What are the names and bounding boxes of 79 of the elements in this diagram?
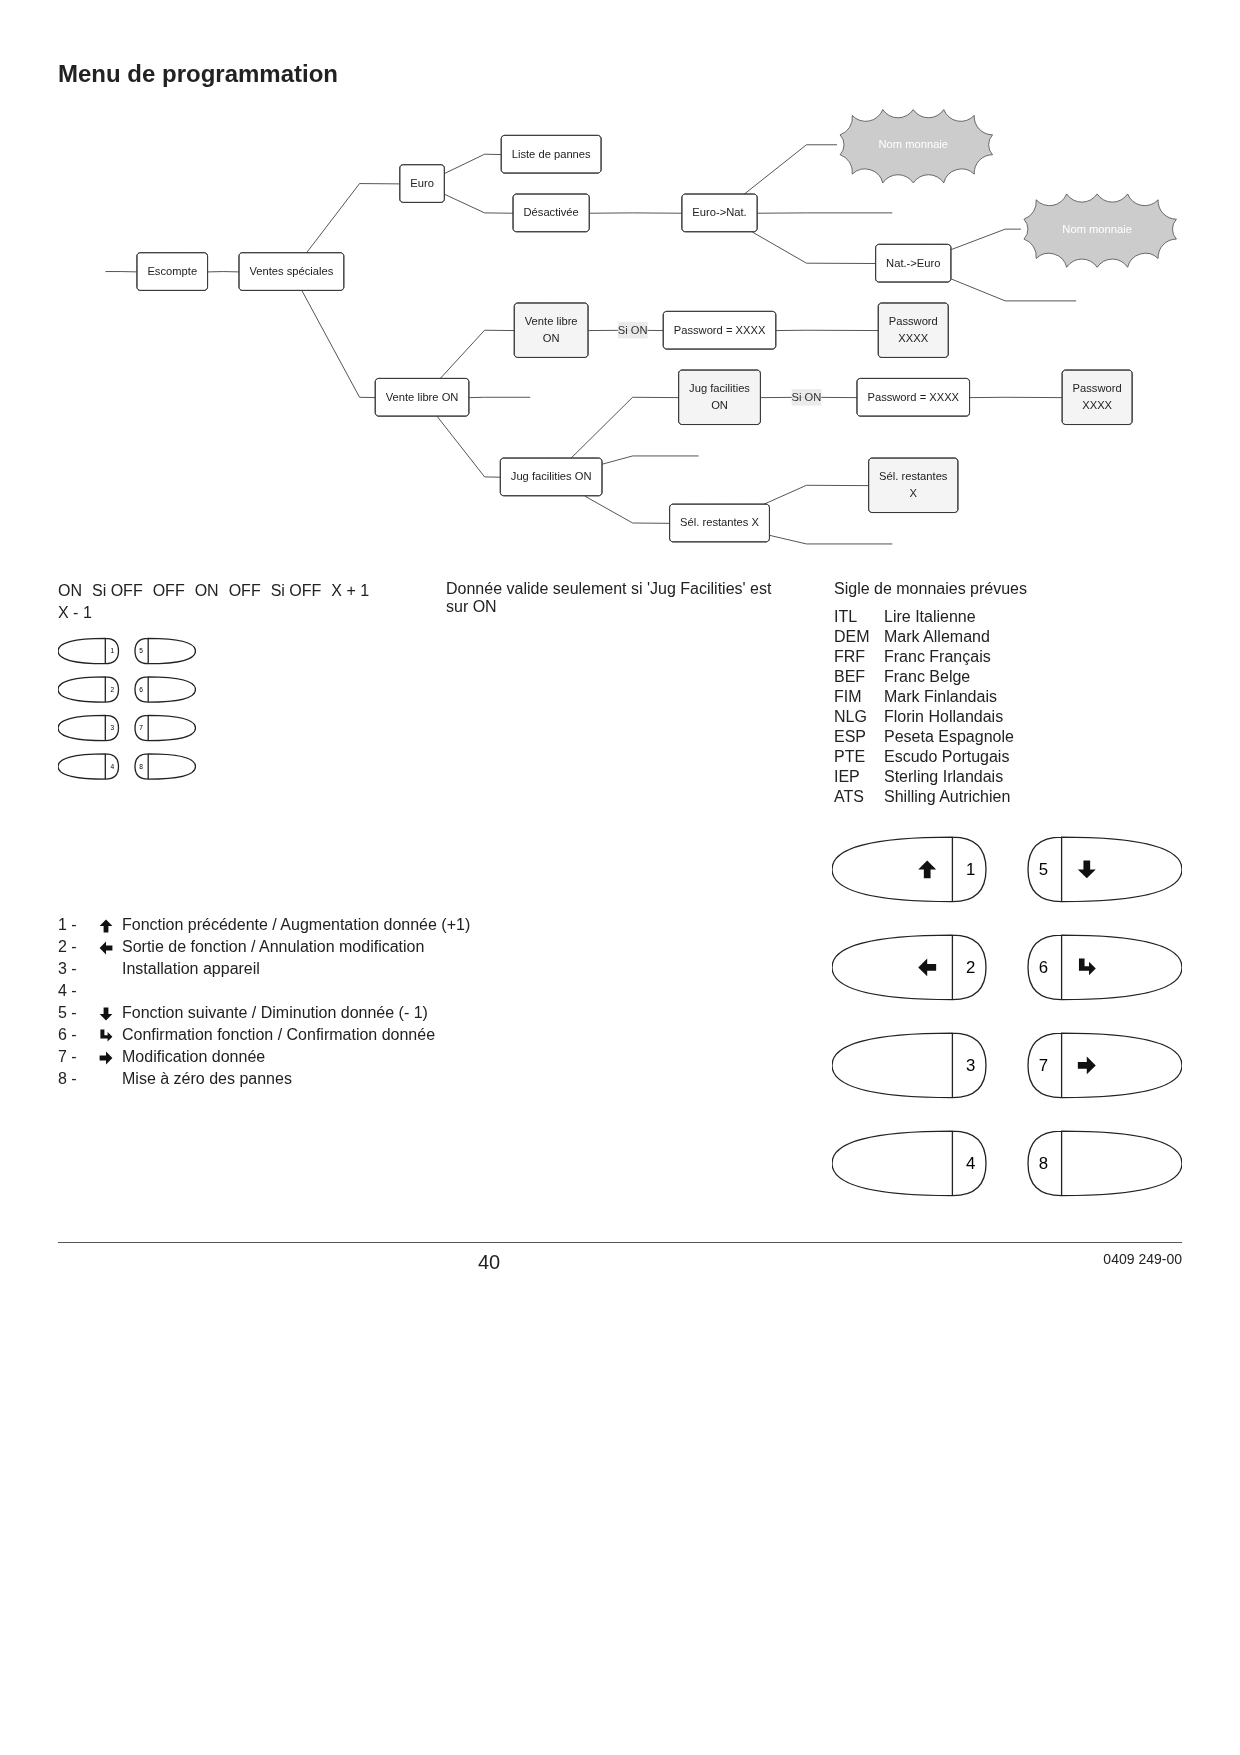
edge-label: Si ON [617, 323, 648, 336]
currency-code: DEM [834, 628, 871, 646]
table-heading: Sigle de monnaies prévues [834, 580, 1028, 598]
connector [601, 455, 699, 465]
connector [775, 329, 879, 331]
edge-label: Si ON [791, 390, 822, 403]
key-number: 7 - [58, 1048, 78, 1066]
connector [570, 396, 680, 459]
key-description: Installation appareil [122, 960, 261, 978]
key-description: Modification donnée [122, 1048, 267, 1066]
connector [752, 231, 877, 264]
connector [439, 329, 516, 380]
connector [105, 271, 138, 273]
connector [207, 271, 240, 273]
currency-code: NLG [834, 708, 868, 726]
connector [468, 396, 531, 399]
currency-code: FIM [834, 688, 863, 706]
page-number: 40 [478, 1251, 501, 1274]
currency-name: Shilling Autrichien [884, 788, 1012, 806]
key-description: Confirmation fonction / Confirmation donnée [122, 1026, 437, 1044]
currency-code: BEF [834, 668, 867, 686]
key-number: 4 - [58, 982, 78, 1000]
key-number: 6 [1038, 958, 1049, 977]
currency-code: PTE [834, 748, 867, 766]
connector [584, 495, 671, 524]
key-number: 2 [965, 958, 976, 977]
currency-code: IEP [834, 768, 861, 786]
currency-code: ITL [834, 608, 859, 626]
key-description: Mise à zéro des pannes [122, 1070, 293, 1088]
state-label: ON [58, 582, 82, 600]
key-number: 5 [1038, 860, 1049, 879]
document-code: 0409 249-00 [1103, 1251, 1182, 1269]
currency-name: Franc Français [884, 648, 992, 666]
key-number: 1 [965, 860, 976, 879]
key-number: 6 - [58, 1026, 78, 1044]
key-description: Fonction précédente / Augmentation donnée (+1) [122, 916, 472, 934]
state-label: Si OFF [92, 582, 143, 600]
connector [436, 416, 502, 478]
connector [743, 144, 838, 195]
key-number: 7 [1038, 1056, 1049, 1075]
note-text: Donnée valide seulement si 'Jug Facilities' est sur ON [446, 580, 773, 616]
connector [305, 183, 401, 254]
key-number: 8 - [58, 1070, 78, 1088]
connector [950, 228, 1022, 250]
currency-name: Mark Finlandais [884, 688, 998, 706]
currency-name: Mark Allemand [884, 628, 991, 646]
currency-name: Florin Hollandais [884, 708, 1005, 726]
currency-name: Escudo Portugais [884, 748, 1011, 766]
state-label: X - 1 [58, 604, 92, 622]
connector [757, 212, 893, 214]
currency-name: Franc Belge [884, 668, 972, 686]
currency-name: Peseta Espagnole [884, 728, 1015, 746]
state-label: Si OFF [270, 582, 322, 600]
key-number: 4 [965, 1154, 976, 1173]
page-title: Menu de programmation [58, 60, 340, 88]
connector [444, 153, 502, 174]
key-number: 3 [965, 1056, 976, 1075]
key-number: 5 - [58, 1004, 78, 1022]
key-number: 8 [1038, 1154, 1049, 1173]
key-number: 1 - [58, 916, 78, 934]
currency-code: ESP [834, 728, 867, 746]
connector [950, 278, 1077, 302]
connector [301, 290, 377, 399]
state-label: OFF [152, 582, 185, 600]
key-number: 2 - [58, 938, 78, 956]
state-label: OFF [228, 582, 261, 600]
key-description: Fonction suivante / Diminution donnée (- 1) [122, 1004, 429, 1022]
currency-code: FRF [834, 648, 867, 666]
currency-code: ATS [834, 788, 865, 806]
state-label: ON [194, 582, 219, 600]
connector [589, 212, 683, 214]
connector [769, 534, 893, 545]
currency-name: Sterling Irlandais [884, 768, 1005, 786]
currency-name: Lire Italienne [884, 608, 977, 626]
connector [444, 193, 514, 214]
connector [969, 396, 1063, 399]
key-description: Sortie de fonction / Annulation modification [122, 938, 426, 956]
key-number: 3 - [58, 960, 78, 978]
state-label: X + 1 [331, 582, 370, 600]
